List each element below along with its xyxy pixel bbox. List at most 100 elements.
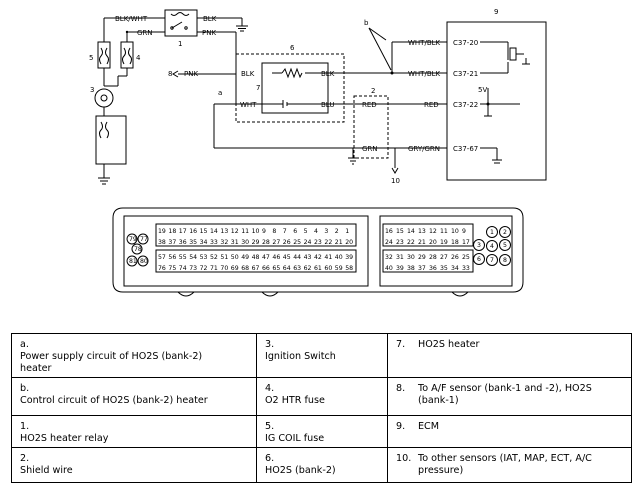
connector-left-side-pin [137, 233, 149, 245]
connector-left-pin: 9 [262, 228, 266, 235]
connector-left-pin: 54 [189, 254, 197, 261]
connector-left-pin: 24 [304, 239, 312, 246]
connector-left-pin: 61 [314, 265, 322, 272]
connector-left-pin: 45 [283, 254, 291, 261]
legend-key: 4. [265, 383, 275, 394]
connector-right-pin: 40 [385, 265, 393, 272]
connector-left-pin: 60 [324, 265, 332, 272]
legend-row: b.Control circuit of HO2S (bank-2) heate… [11, 377, 632, 416]
connector-left-pin: 57 [158, 254, 166, 261]
legend-text: IG COIL fuse [265, 433, 325, 444]
connector-left-pin: 51 [220, 254, 228, 261]
connector-left-pin: 14 [210, 228, 218, 235]
connector-right-pin: 10 [451, 228, 459, 235]
legend-text: Power supply circuit of HO2S (bank-2) he… [20, 351, 203, 374]
legend-cell: 5.IG COIL fuse [256, 415, 388, 448]
wire-label-grn-shield: GRN [362, 145, 378, 153]
legend-key: 5. [265, 421, 275, 432]
connector-left-pin: 19 [158, 228, 166, 235]
shield-wire [353, 95, 389, 159]
legend-text: To A/F sensor (bank-1 and -2), HO2S (ban… [418, 383, 592, 406]
connector-left-pin: 66 [262, 265, 270, 272]
legend-text: ECM [418, 421, 440, 432]
wire-label-blu: BLU [321, 101, 334, 109]
connector-right-pin: 17 [462, 239, 470, 246]
connector-right-side-pin [499, 254, 511, 266]
connector-right-pin: 30 [407, 254, 415, 261]
legend-key: 10. [396, 453, 412, 464]
connector-right-pin: 34 [451, 265, 459, 272]
connector-left-pin: 48 [252, 254, 260, 261]
legend-row: a.Power supply circuit of HO2S (bank-2) … [11, 333, 632, 378]
legend-cell: a.Power supply circuit of HO2S (bank-2) … [11, 333, 257, 378]
connector-left-pin: 10 [252, 228, 260, 235]
connector-left-pin: 26 [283, 239, 291, 246]
connector-right-side-pin [486, 254, 498, 266]
connector-right-pin: 11 [440, 228, 448, 235]
wire-label-wht-blk-2: WHT/BLK [408, 70, 441, 78]
connector-left-pin: 62 [304, 265, 312, 272]
connector-right-pin: 29 [418, 254, 426, 261]
connector-left-pin: 43 [304, 254, 312, 261]
connector-right-side-pin-label: 7 [490, 257, 494, 264]
legend-cell: 1.HO2S heater relay [11, 415, 257, 448]
connector-left-pin: 11 [241, 228, 249, 235]
connector-left-pin: 52 [210, 254, 218, 261]
connector-left-pin: 27 [272, 239, 280, 246]
legend-text: To other sensors (IAT, MAP, ECT, A/C pre… [418, 453, 592, 476]
connector-left-side-pin-label: 80 [140, 258, 148, 265]
legend-text: HO2S (bank-2) [265, 465, 336, 476]
legend-cell: 2.Shield wire [11, 447, 257, 483]
connector-left-side-pin [126, 255, 138, 267]
ecm-connector-housing [112, 207, 524, 293]
wire-label-grn-relay: GRN [137, 29, 153, 37]
connector-left-pin: 35 [189, 239, 197, 246]
callout-9: 9 [494, 8, 498, 16]
wire-label-wht-blk-1: WHT/BLK [408, 39, 441, 47]
legend-key: a. [20, 339, 29, 350]
connector-right-pin: 31 [396, 254, 404, 261]
wire-label-blk-relay: BLK [203, 15, 217, 23]
connector-left-pin: 4 [314, 228, 318, 235]
connector-left-pin: 1 [345, 228, 349, 235]
connector-right-side-pin [486, 240, 498, 252]
legend-cell: 9.ECM [387, 415, 632, 448]
connector-left-side-pin-label: 81 [129, 258, 137, 265]
connector-left-pin: 17 [179, 228, 187, 235]
wire-label-pnk-main: PNK [184, 70, 198, 78]
connector-right-pin: 18 [451, 239, 459, 246]
connector-left-pin: 39 [345, 254, 353, 261]
connector-right-pin: 26 [451, 254, 459, 261]
connector-right-pin: 37 [418, 265, 426, 272]
connector-left-side-pin [131, 243, 143, 255]
connector-left-pin: 75 [168, 265, 176, 272]
legend-cell: 6.HO2S (bank-2) [256, 447, 388, 483]
connector-left-side-pin-label: 78 [134, 246, 142, 253]
connector-right-pin: 39 [396, 265, 404, 272]
wire-label-red-shield: RED [362, 101, 377, 109]
connector-left-pin: 71 [210, 265, 218, 272]
connector-right-pin: 35 [440, 265, 448, 272]
connector-left-side-pin-label: 79 [129, 236, 137, 243]
connector-left-pin: 21 [335, 239, 343, 246]
legend-key: 2. [20, 453, 30, 464]
legend-text: Ignition Switch [265, 351, 336, 362]
connector-left-pin: 34 [200, 239, 208, 246]
wire-label-blk-out: BLK [321, 70, 335, 78]
terminal-c37-21: C37-21 [453, 70, 478, 78]
connector-left-pin: 5 [304, 228, 308, 235]
legend-cell: b.Control circuit of HO2S (bank-2) heate… [11, 377, 257, 416]
connector-left-pin: 36 [179, 239, 187, 246]
connector-right-side-pin [499, 226, 511, 238]
connector-left-pin: 30 [241, 239, 249, 246]
connector-left-pin: 13 [220, 228, 228, 235]
ho2s-bank2 [235, 53, 345, 123]
legend-key: 1. [20, 421, 30, 432]
connector-left-pin: 20 [345, 239, 353, 246]
connector-left-pin: 25 [293, 239, 301, 246]
o2-htr-fuse [120, 41, 134, 69]
connector-left-pin: 3 [324, 228, 328, 235]
wire-label-gry-grn: GRY/GRN [408, 145, 440, 153]
connector-left-pin: 8 [272, 228, 276, 235]
